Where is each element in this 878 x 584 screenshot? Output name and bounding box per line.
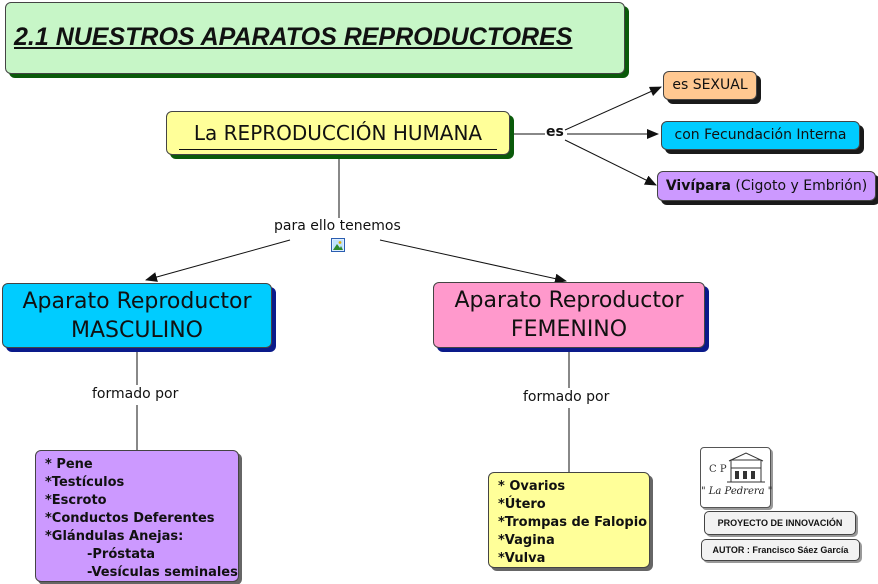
concept-femenino[interactable]: Aparato Reproductor FEMENINO bbox=[433, 282, 705, 348]
concept-fecundacion[interactable]: con Fecundación Interna bbox=[661, 121, 860, 150]
root-concept[interactable]: La REPRODUCCIÓN HUMANA bbox=[166, 111, 510, 155]
link-label-es: es bbox=[546, 124, 564, 140]
author-label: AUTOR : Francisco Sáez García bbox=[712, 545, 849, 555]
masculino-line2: MASCULINO bbox=[71, 318, 203, 343]
project-box: PROYECTO DE INNOVACIÓN bbox=[704, 511, 856, 535]
logo-name: " La Pedrera " bbox=[701, 486, 773, 497]
femenino-line2: FEMENINO bbox=[510, 317, 628, 342]
concept-sexual-label: es SEXUAL bbox=[672, 77, 748, 93]
link-label-formado-m: formado por bbox=[92, 386, 179, 402]
list-item: *Trompas de Falopio bbox=[498, 515, 648, 530]
arrow-to-femenino bbox=[379, 239, 567, 284]
logo-initials: C P bbox=[709, 464, 727, 475]
list-femenino[interactable]: * Ovarios *Útero *Trompas de Falopio *Va… bbox=[488, 472, 650, 568]
vivipara-rest: (Cigoto y Embrión) bbox=[730, 178, 868, 194]
list-item: -Próstata bbox=[87, 547, 155, 562]
building-icon bbox=[727, 452, 765, 483]
title-box: 2.1 NUESTROS APARATOS REPRODUCTORES bbox=[5, 2, 625, 74]
page-title: 2.1 NUESTROS APARATOS REPRODUCTORES bbox=[14, 23, 573, 51]
link-label-formado-f: formado por bbox=[523, 389, 610, 405]
project-label: PROYECTO DE INNOVACIÓN bbox=[717, 518, 843, 528]
femenino-line1: Aparato Reproductor bbox=[454, 288, 684, 313]
arrow-to-vivipara bbox=[564, 139, 657, 186]
vivipara-bold: Vivípara bbox=[665, 178, 731, 194]
list-item: *Útero bbox=[498, 497, 546, 512]
arrow-to-masculino bbox=[145, 239, 291, 282]
list-item: *Vulva bbox=[498, 551, 546, 566]
root-underline bbox=[179, 149, 497, 150]
masculino-line1: Aparato Reproductor bbox=[22, 289, 252, 314]
list-item: *Testículos bbox=[45, 475, 125, 490]
list-item: * Pene bbox=[45, 457, 93, 472]
list-item: *Conductos Deferentes bbox=[45, 511, 215, 526]
concept-masculino[interactable]: Aparato Reproductor MASCULINO bbox=[2, 283, 272, 348]
list-masculino[interactable]: * Pene *Testículos *Escroto *Conductos D… bbox=[35, 450, 239, 582]
list-item: * Ovarios bbox=[498, 479, 566, 494]
link-label-para: para ello tenemos bbox=[274, 218, 401, 234]
concept-fecundacion-label: con Fecundación Interna bbox=[674, 127, 847, 143]
arrow-to-sexual bbox=[564, 86, 662, 131]
list-item: *Escroto bbox=[45, 493, 107, 508]
image-link-icon[interactable] bbox=[331, 238, 345, 252]
school-logo: C P " La Pedrera " bbox=[700, 447, 773, 508]
author-box: AUTOR : Francisco Sáez García bbox=[701, 539, 860, 561]
concept-sexual[interactable]: es SEXUAL bbox=[663, 71, 757, 100]
list-item: *Glándulas Anejas: bbox=[45, 529, 184, 544]
root-concept-label: La REPRODUCCIÓN HUMANA bbox=[193, 121, 483, 145]
list-item: *Vagina bbox=[498, 533, 555, 548]
list-item: -Vesículas seminales bbox=[87, 565, 238, 580]
concept-vivipara-label: Vivípara (Cigoto y Embrión) bbox=[658, 178, 875, 194]
concept-vivipara[interactable]: Vivípara (Cigoto y Embrión) bbox=[657, 171, 876, 201]
